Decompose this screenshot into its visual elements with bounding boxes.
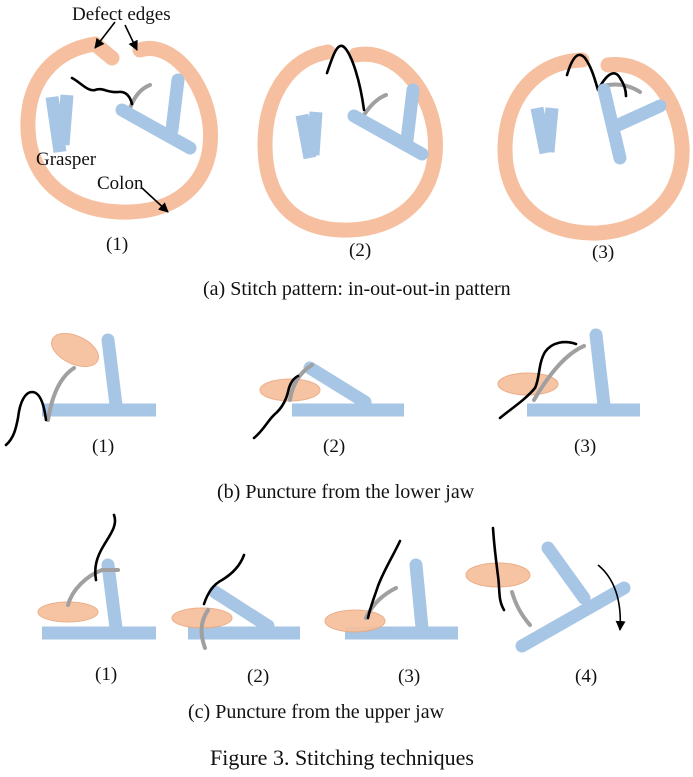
figure-caption: Figure 3. Stitching techniques — [210, 745, 474, 770]
panel-a-caption: (a) Stitch pattern: in-out-out-in patter… — [203, 278, 511, 300]
grasper-lower-jaw — [347, 109, 429, 161]
panel-c-step-3: (3) — [324, 539, 458, 687]
colon-ring — [20, 36, 219, 220]
grasper-upper-jaw — [101, 558, 123, 635]
panel-c-step-2: (2) — [171, 553, 300, 687]
colon-ring — [257, 44, 443, 238]
grasper-upper-jaw — [303, 361, 372, 409]
needle — [510, 590, 532, 627]
grasper-jaw-left-2 — [541, 107, 559, 153]
grasper-lower-jaw — [609, 99, 667, 133]
panel-b-step-2: (2) — [252, 361, 404, 457]
panel-c-step-4: (4) — [465, 526, 631, 687]
panel-c-caption: (c) Puncture from the upper jaw — [188, 701, 445, 723]
panel-a-step-3: (3) — [497, 52, 690, 263]
step-label: (2) — [349, 240, 371, 261]
step-label: (1) — [95, 664, 117, 685]
step-label: (1) — [106, 234, 128, 255]
step-label: (3) — [398, 666, 420, 687]
grasper-jaw-left-2 — [56, 94, 74, 146]
grasper-upper-jaw — [589, 328, 611, 412]
thread — [498, 340, 578, 420]
panel-a-step-2: (2) — [257, 44, 443, 261]
grasper-upper-jaw — [165, 73, 185, 137]
defect-edges-label: Defect edges — [72, 4, 171, 25]
tissue — [51, 332, 99, 368]
rotation-arrow — [597, 564, 626, 631]
colon-label: Colon — [97, 173, 144, 194]
thread — [252, 374, 300, 440]
grasper-lower-jaw — [515, 581, 631, 653]
thread — [70, 76, 134, 106]
grasper-upper-jaw — [541, 541, 591, 605]
step-label: (3) — [574, 436, 596, 457]
panel-a: Defect edges Grasper Colon (1) (2) (3) — [20, 4, 690, 300]
panel-b-step-1: (1) — [4, 332, 156, 457]
panel-b: (1) (2) (3) (b) Puncture from the lower … — [4, 328, 640, 503]
needle — [532, 344, 586, 402]
thread — [202, 553, 246, 606]
needle — [46, 366, 76, 422]
panel-b-caption: (b) Puncture from the lower jaw — [217, 481, 475, 503]
thread — [325, 44, 366, 112]
grasper-upper-jaw — [208, 585, 275, 633]
needle — [66, 568, 104, 607]
defect-edges-arrow-1 — [94, 21, 116, 49]
step-label: (3) — [592, 242, 614, 263]
step-label: (2) — [247, 666, 269, 687]
thread — [4, 390, 48, 447]
thread — [93, 513, 117, 582]
grasper-lower-jaw — [115, 103, 197, 155]
thread — [366, 539, 402, 620]
defect-edges-arrow-2 — [124, 24, 138, 51]
step-label: (4) — [575, 666, 597, 687]
needle — [199, 608, 210, 650]
step-label: (1) — [92, 436, 114, 457]
tissue — [324, 609, 386, 633]
grasper-upper-jaw — [400, 83, 420, 147]
grasper-upper-jaw — [409, 558, 429, 635]
panel-b-step-3: (3) — [497, 328, 640, 457]
needle — [288, 363, 314, 402]
panel-c-step-1: (1) — [37, 513, 156, 685]
thread — [491, 526, 506, 612]
colon-ring — [497, 52, 690, 241]
grasper-upper-jaw — [101, 333, 123, 412]
grasper-label: Grasper — [36, 149, 97, 170]
grasper-jaw-left-2 — [306, 111, 323, 156]
panel-c: (1) (2) (3) (4) — [37, 513, 631, 723]
step-label: (2) — [323, 436, 345, 457]
panel-a-step-1: Defect edges Grasper Colon (1) — [20, 4, 219, 255]
colon-arrow — [141, 187, 169, 213]
needle — [360, 93, 388, 120]
